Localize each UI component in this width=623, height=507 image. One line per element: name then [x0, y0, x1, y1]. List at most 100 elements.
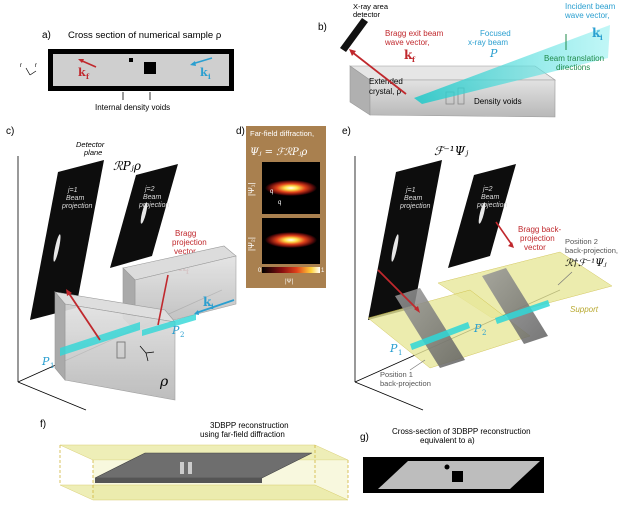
panel-e: e) ℱ⁻¹Ψⱼ j=1 Beam projection j=2 Beam pr…: [342, 126, 618, 411]
detector-label-1: X-ray area: [353, 2, 389, 11]
kf-arrowhead: [66, 289, 72, 296]
voids-label: Internal density voids: [95, 103, 170, 112]
panel-e-tag: e): [342, 126, 351, 137]
translation-label-1: Beam translation: [544, 54, 604, 63]
p2-sub: 2: [180, 331, 184, 339]
kf-sub: f: [412, 55, 416, 64]
crystal-label-1: Extended: [369, 77, 403, 86]
ki-label: k: [200, 66, 208, 79]
kf-arrow-2: [157, 274, 169, 326]
panel-d-formula: Ψⱼ = ℱℛPⱼρ: [250, 147, 307, 158]
beam-position-2: [495, 300, 550, 324]
pos2-label-2: back-projection,: [565, 246, 618, 255]
bragg-label-2: projection: [172, 238, 207, 247]
bragg-label-2: projection: [520, 234, 555, 243]
ki-sub: i: [600, 33, 603, 42]
crystal-void: [116, 341, 126, 359]
projection-streak-1: [53, 234, 61, 262]
reconstructed-small-void: [444, 464, 450, 470]
reconstruction-void-1: [180, 462, 184, 474]
reconstruction-void-2: [188, 462, 192, 474]
kf-sub: f: [86, 72, 90, 81]
bragg-label-3: vector: [524, 243, 546, 252]
p1-label: P: [41, 355, 50, 368]
panel-a-tag: a): [42, 30, 51, 41]
backproj-arrowhead-2: [508, 242, 514, 248]
proj2-label-1: j=2: [144, 186, 155, 193]
kf-arrow: [351, 51, 407, 95]
p2-label: P: [473, 322, 482, 335]
proj2-label-2: Beam: [143, 194, 161, 201]
proj2-label-3: projection: [476, 202, 507, 209]
proj1-label-2: Beam: [66, 195, 84, 202]
reconstructed-large-void: [452, 471, 463, 482]
proj1-label-1: j=1: [405, 187, 416, 194]
psi1-label: |Ψ₁|: [247, 182, 256, 196]
detector-plane-label-2: plane: [83, 148, 102, 157]
proj2-label-2: Beam: [481, 194, 499, 201]
panel-a-title: Cross section of numerical sample ρ: [68, 30, 222, 41]
large-void: [144, 62, 156, 74]
focused-beam: [414, 25, 610, 104]
projection-streak-2: [478, 202, 486, 224]
panel-b-tag: b): [318, 22, 327, 33]
panel-a: a) Cross section of numerical sample ρ k…: [20, 30, 234, 112]
panel-f: f) 3DBPP reconstruction using far-field …: [40, 419, 349, 501]
backproj-arrowhead-1: [414, 306, 420, 313]
projection-formula: ℛPⱼρ: [113, 159, 141, 173]
ki-label: k: [203, 295, 212, 309]
crystal-label-2: crystal, ρ: [369, 87, 402, 96]
panel-c: c) ℛPⱼρ Detector plane j=1 Beam projecti…: [6, 126, 237, 411]
pos2-pointer: [557, 271, 573, 286]
beam-position-2: [142, 314, 196, 336]
projection-streak-1: [391, 234, 399, 262]
kf-arrowhead: [78, 59, 84, 63]
colorbar-label: |Ψ|: [285, 279, 294, 285]
incident-label-1: Incident beam: [565, 2, 616, 11]
pos1-pointer: [409, 359, 426, 371]
qy-label: q: [270, 189, 273, 195]
kf-arrowhead: [349, 49, 356, 56]
ki-arrowhead: [194, 310, 199, 315]
bragg-label-3: vector: [174, 247, 196, 256]
proj2-label-3: projection: [138, 202, 169, 209]
panel-d-tag: d): [236, 126, 245, 137]
focused-label-1: Focused: [480, 29, 511, 38]
panel-g: g) Cross-section of 3DBPP reconstruction…: [360, 427, 544, 493]
axes-icon: [139, 345, 155, 362]
kf-label: k: [78, 66, 86, 79]
incident-label-2: wave vector,: [564, 11, 609, 20]
proj1-label-2: Beam: [404, 195, 422, 202]
kf-label: k: [404, 48, 413, 62]
psi2-label: |Ψ₂|: [247, 237, 256, 251]
pos1-label-2: back-projection: [380, 379, 431, 388]
small-void: [129, 58, 133, 62]
support-label: Support: [570, 305, 599, 314]
rho-label: ρ: [159, 374, 169, 390]
reconstruction-slab-edge: [95, 478, 262, 483]
detector-label-2: detector: [353, 10, 381, 19]
proj1-label-3: projection: [61, 203, 92, 210]
axis-front: [354, 381, 424, 411]
panel-f-tag: f): [40, 419, 46, 430]
bragg-label-1: Bragg: [175, 229, 196, 238]
beam-position-1: [410, 322, 470, 350]
voids-label: Density voids: [474, 97, 522, 106]
focused-label-2: x-ray beam: [468, 38, 508, 47]
ki-sub: i: [208, 72, 211, 81]
pos1-label-1: Position 1: [380, 370, 413, 379]
projection-streak-2: [140, 202, 148, 224]
beam-projection-1: [30, 160, 104, 320]
panel-d-title: Far-field diffraction,: [250, 129, 314, 138]
proj2-label-1: j=2: [482, 186, 493, 193]
axes-icon: r r: [20, 63, 37, 76]
area-detector: [340, 18, 368, 52]
diffraction-spot-2: [265, 232, 317, 248]
axis-front: [17, 381, 87, 411]
panel-g-tag: g): [360, 432, 369, 443]
p1-sub: 1: [50, 362, 54, 370]
proj1-label-3: projection: [399, 203, 430, 210]
backprojection-slab-1: [395, 288, 465, 368]
